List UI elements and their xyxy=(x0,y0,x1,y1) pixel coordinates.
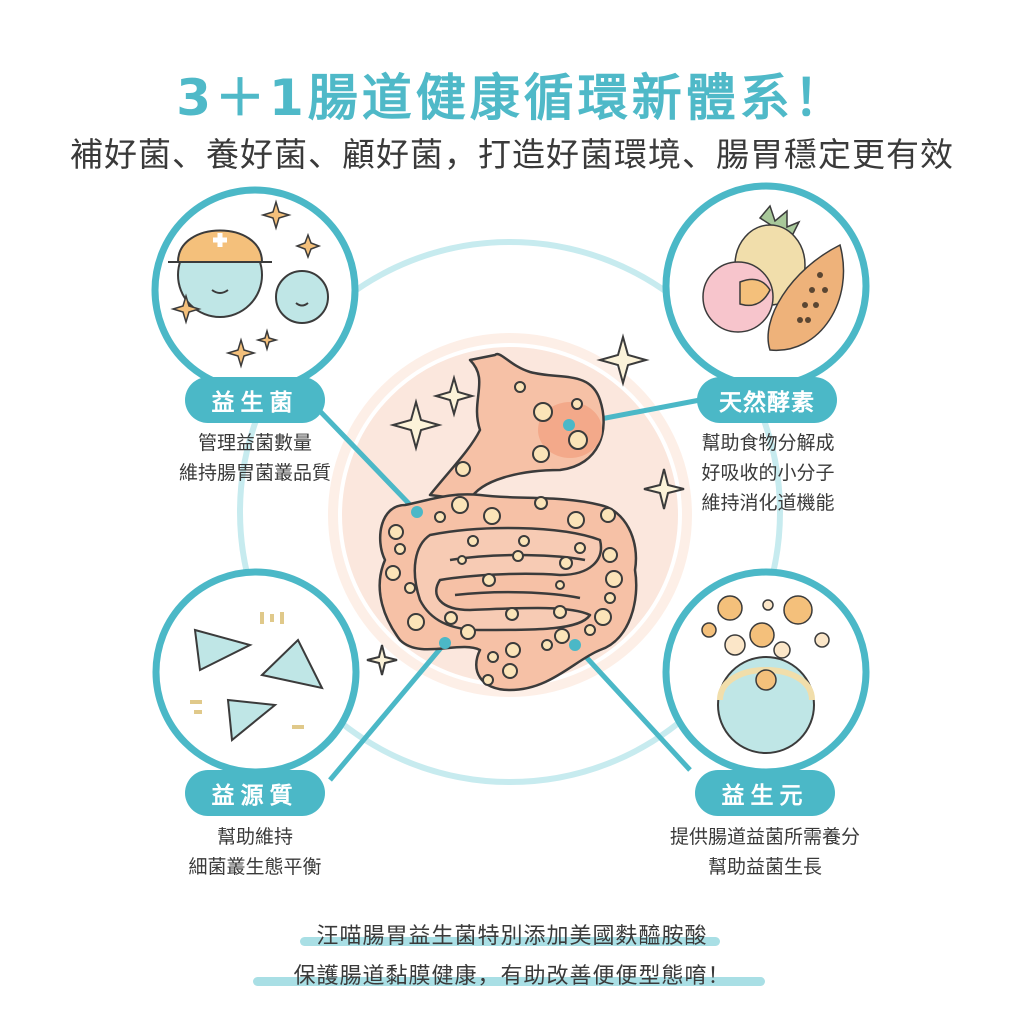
desc-line: 維持消化道機能 xyxy=(701,492,835,514)
page-title: 3＋1腸道健康循環新體系！ xyxy=(176,69,848,127)
feature-circle-prebiotics xyxy=(662,568,870,776)
desc-prebiotics: 提供腸道益菌所需養分 幫助益菌生長 xyxy=(640,822,890,882)
footer-highlight-2 xyxy=(253,977,765,986)
desc-line: 好吸收的小分子 xyxy=(701,462,835,484)
label-enzymes: 天然酵素 xyxy=(697,377,837,423)
desc-line: 維持腸胃菌叢品質 xyxy=(178,462,331,484)
footer-line-2: 保護腸道黏膜健康，有助改善便便型態唷！ xyxy=(293,964,731,989)
gut-bacteria xyxy=(385,381,623,686)
feature-circle-probiotics xyxy=(151,186,359,394)
footer-highlight-1 xyxy=(300,937,720,946)
desc-line: 幫助益菌生長 xyxy=(707,856,822,878)
label-postbiotics: 益源質 xyxy=(185,770,325,816)
desc-probiotics: 管理益菌數量 維持腸胃菌叢品質 xyxy=(150,428,360,488)
desc-line: 幫助維持 xyxy=(216,826,293,848)
desc-line: 提供腸道益菌所需養分 xyxy=(669,826,860,848)
desc-postbiotics: 幫助維持 細菌叢生態平衡 xyxy=(160,822,350,882)
desc-line: 管理益菌數量 xyxy=(197,432,312,454)
feature-circle-enzymes xyxy=(662,182,870,390)
page-subtitle: 補好菌、養好菌、顧好菌，打造好菌環境、腸胃穩定更有效 xyxy=(70,135,954,174)
desc-line: 細菌叢生態平衡 xyxy=(188,856,322,878)
connector-dots xyxy=(411,419,581,651)
outer-ring xyxy=(237,239,783,785)
footer-line-1: 汪喵腸胃益生菌特別添加美國麩醯胺酸 xyxy=(316,924,708,949)
sparkle-icons xyxy=(366,333,685,676)
feature-circle-postbiotics xyxy=(152,568,360,776)
desc-enzymes: 幫助食物分解成 好吸收的小分子 維持消化道機能 xyxy=(668,428,868,518)
desc-line: 幫助食物分解成 xyxy=(701,432,835,454)
label-probiotics: 益生菌 xyxy=(185,377,325,423)
label-prebiotics: 益生元 xyxy=(695,770,835,816)
